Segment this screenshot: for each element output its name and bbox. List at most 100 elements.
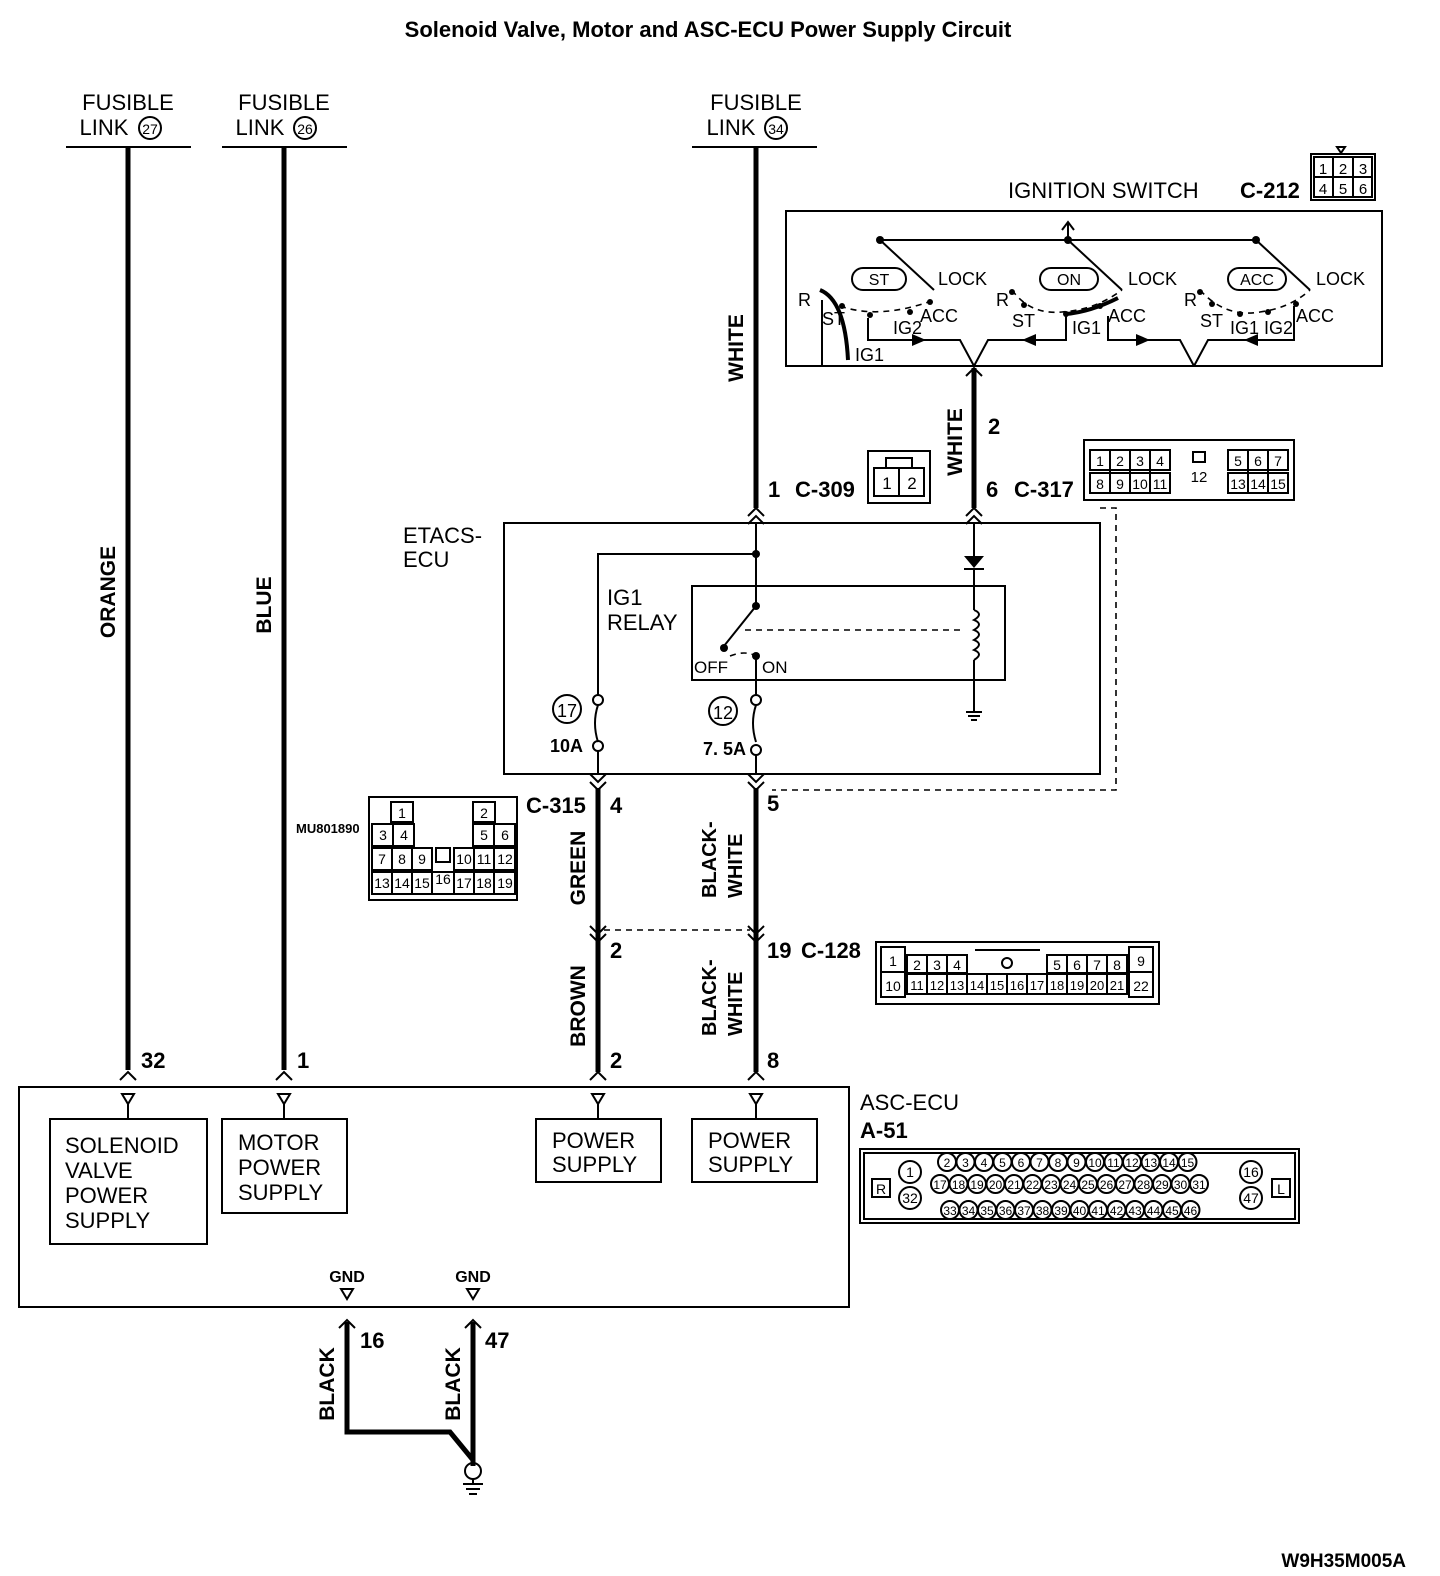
svg-text:6: 6	[1359, 181, 1367, 198]
svg-text:18: 18	[476, 875, 492, 891]
svg-text:IG1: IG1	[607, 585, 642, 610]
svg-text:4: 4	[1156, 453, 1164, 469]
svg-text:FUSIBLE: FUSIBLE	[710, 90, 802, 115]
ignition-switch-box	[785, 210, 1383, 367]
svg-text:11: 11	[1153, 476, 1168, 492]
svg-text:11: 11	[477, 851, 492, 867]
svg-text:POWER: POWER	[708, 1128, 791, 1153]
c309-connector-icon: 1 2	[867, 450, 931, 504]
svg-text:19: 19	[497, 875, 513, 891]
c315-pin-5: 5	[767, 791, 779, 816]
c317-connector-icon: 1 2 3 4 12 5 6 7 8 9 10 11 13 14 15	[1083, 439, 1295, 501]
svg-text:14: 14	[394, 875, 410, 891]
svg-text:15: 15	[414, 875, 430, 891]
power-supply-block-1	[535, 1118, 662, 1183]
ignition-switch-connector: C-212	[1240, 178, 1300, 203]
fuse-12-rating: 7. 5A	[703, 739, 746, 759]
svg-text:13: 13	[374, 875, 390, 891]
svg-text:8: 8	[398, 851, 406, 867]
a51-pin-number: 2	[944, 1156, 951, 1170]
svg-text:5: 5	[480, 827, 488, 843]
svg-text:3: 3	[1359, 161, 1367, 178]
svg-text:IG1: IG1	[1230, 318, 1259, 338]
svg-text:3: 3	[379, 827, 387, 843]
wire-color-blue: BLUE	[253, 576, 276, 633]
a51-pin-number: 4	[981, 1156, 988, 1170]
a51-pin-number: 37	[1017, 1204, 1031, 1218]
a51-pin-number: 29	[1155, 1178, 1169, 1192]
svg-text:10: 10	[456, 851, 472, 867]
svg-text:14: 14	[970, 978, 984, 993]
c317-pin: 6	[986, 477, 998, 502]
svg-text:IG2: IG2	[1264, 318, 1293, 338]
a51-pin-number: 14	[1162, 1156, 1176, 1170]
a51-pin-number: 27	[1118, 1178, 1132, 1192]
asc-ecu-box	[18, 1086, 850, 1308]
a51-pin-number: 19	[970, 1178, 984, 1192]
fusible-link-34: FUSIBLE LINK 34	[692, 90, 817, 148]
svg-text:R: R	[1184, 290, 1197, 310]
svg-text:3: 3	[933, 957, 941, 973]
a51-pin-number: 8	[1055, 1156, 1062, 1170]
a51-pin-number: 36	[999, 1204, 1013, 1218]
a51-pin-number: 23	[1044, 1178, 1058, 1192]
svg-text:IG1: IG1	[855, 345, 884, 365]
svg-text:R: R	[876, 1181, 886, 1197]
c128-label: C-128	[801, 938, 861, 963]
svg-text:POWER: POWER	[238, 1155, 321, 1180]
fusible-link-26: FUSIBLE LINK 26	[222, 90, 347, 148]
svg-text:13: 13	[950, 978, 964, 993]
svg-text:12: 12	[1191, 469, 1208, 486]
a51-pin-number: 25	[1081, 1178, 1095, 1192]
svg-text:4: 4	[953, 957, 961, 973]
svg-text:SUPPLY: SUPPLY	[708, 1152, 794, 1177]
svg-text:IG2: IG2	[893, 318, 922, 338]
asc-ecu-label: ASC-ECU	[860, 1090, 959, 1115]
a51-pin-number: 46	[1184, 1204, 1198, 1218]
diagram-title: Solenoid Valve, Motor and ASC-ECU Power …	[405, 17, 1012, 42]
svg-text:7: 7	[1274, 453, 1282, 469]
svg-text:21: 21	[1110, 978, 1124, 993]
svg-text:3: 3	[1136, 453, 1144, 469]
svg-text:2: 2	[1339, 161, 1347, 178]
svg-text:VALVE: VALVE	[65, 1158, 133, 1183]
a51-pin-number: 9	[1073, 1156, 1080, 1170]
ignition-switch-label: IGNITION SWITCH	[1008, 178, 1199, 203]
svg-text:OFF: OFF	[694, 658, 728, 677]
svg-text:17: 17	[456, 875, 472, 891]
svg-text:SUPPLY: SUPPLY	[65, 1208, 151, 1233]
svg-text:4: 4	[1319, 181, 1327, 198]
c212-connector-icon: 1 2 3 4 5 6	[1310, 146, 1376, 201]
svg-text:2: 2	[913, 957, 921, 973]
svg-text:6: 6	[1254, 453, 1262, 469]
a51-pin-number: 40	[1073, 1204, 1087, 1218]
svg-text:ACC: ACC	[1108, 306, 1146, 326]
gnd-pin-47: 47	[485, 1328, 509, 1353]
a51-pin-circle	[1189, 1174, 1209, 1194]
svg-text:POWER: POWER	[552, 1128, 635, 1153]
a51-pin-number: 33	[943, 1204, 957, 1218]
svg-text:5: 5	[1234, 453, 1242, 469]
svg-text:1: 1	[889, 953, 897, 969]
c315-label: C-315	[526, 793, 586, 818]
a51-pin-number: 39	[1054, 1204, 1068, 1218]
svg-text:LINK: LINK	[236, 115, 285, 140]
wire-color-black-white-2: BLACK- WHITE	[699, 954, 747, 1036]
fusible-link-27: FUSIBLE LINK 27	[66, 90, 191, 148]
asc-ecu: 32 1 2 8 SOLENOID VALVE POWER SUPPLY MOT…	[18, 1048, 959, 1308]
svg-text:1: 1	[882, 474, 891, 493]
c128-pin-19: 19	[767, 938, 791, 963]
svg-text:ON: ON	[762, 658, 788, 677]
svg-text:6: 6	[1073, 957, 1081, 973]
a51-pin-number: 38	[1036, 1204, 1050, 1218]
etacs-ecu: ETACS- ECU IG1 RELAY OFF ON	[403, 506, 1117, 792]
wire-black-gnd-16	[344, 1322, 475, 1462]
a51-pin-number: 42	[1110, 1204, 1124, 1218]
asc-pin-8: 8	[767, 1048, 779, 1073]
svg-text:15: 15	[1270, 476, 1286, 492]
svg-text:LOCK: LOCK	[938, 269, 987, 289]
fuse-12-number: 12	[713, 703, 733, 723]
gnd-label-1: GND	[329, 1269, 365, 1286]
